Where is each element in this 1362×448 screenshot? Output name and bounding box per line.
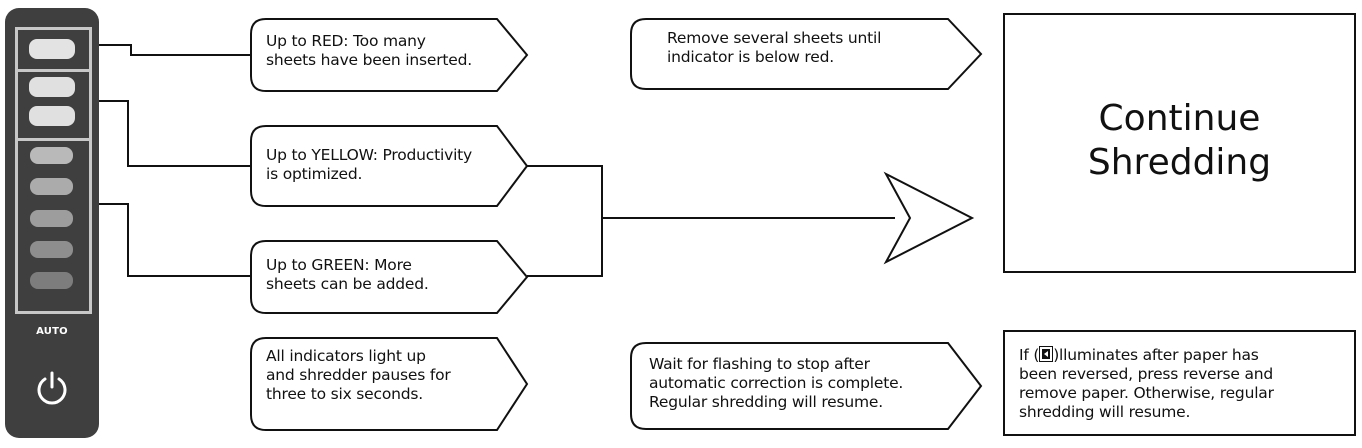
- connector-red: [99, 44, 250, 56]
- reverse-note-box: If ()lluminates after paper has been rev…: [1003, 330, 1356, 436]
- continue-shredding-box: Continue Shredding: [1003, 13, 1356, 273]
- connector-merge: [527, 165, 603, 277]
- reverse-note-text: If ()lluminates after paper has been rev…: [1019, 346, 1274, 421]
- indicator-led-3: [29, 106, 75, 126]
- callout-wait-flashing-text: Wait for flashing to stop after automati…: [649, 355, 904, 411]
- continue-shredding-text: Continue Shredding: [1087, 98, 1272, 183]
- callout-red: Up to RED: Too many sheets have been ins…: [250, 18, 529, 92]
- callout-all-indicators-text: All indicators light up and shredder pau…: [266, 347, 451, 403]
- indicator-led-2: [29, 77, 75, 97]
- reverse-indicator-icon: [1039, 346, 1054, 362]
- callout-all-indicators: All indicators light up and shredder pau…: [250, 337, 529, 431]
- callout-wait-flashing: Wait for flashing to stop after automati…: [630, 342, 983, 430]
- indicator-led-6: [30, 210, 73, 227]
- indicator-led-8: [30, 272, 73, 289]
- callout-yellow: Up to YELLOW: Productivity is optimized.: [250, 125, 529, 207]
- callout-yellow-text: Up to YELLOW: Productivity is optimized.: [266, 146, 473, 183]
- indicator-led-7: [30, 241, 73, 258]
- auto-label: AUTO: [36, 326, 68, 337]
- indicator-led-1: [29, 39, 75, 59]
- power-icon[interactable]: [34, 370, 70, 406]
- callout-remove-sheets-text: Remove several sheets until indicator is…: [667, 29, 882, 66]
- indicator-panel: AUTO: [5, 8, 99, 438]
- indicator-led-5: [30, 178, 73, 195]
- connector-green: [99, 203, 250, 277]
- callout-green: Up to GREEN: More sheets can be added.: [250, 240, 529, 314]
- callout-remove-sheets: Remove several sheets until indicator is…: [630, 18, 983, 90]
- callout-red-text: Up to RED: Too many sheets have been ins…: [266, 32, 472, 69]
- green-zone-bracket: [15, 138, 92, 314]
- connector-yellow: [99, 100, 250, 167]
- indicator-led-4: [30, 147, 73, 164]
- big-arrow: [883, 171, 975, 265]
- callout-green-text: Up to GREEN: More sheets can be added.: [266, 256, 429, 293]
